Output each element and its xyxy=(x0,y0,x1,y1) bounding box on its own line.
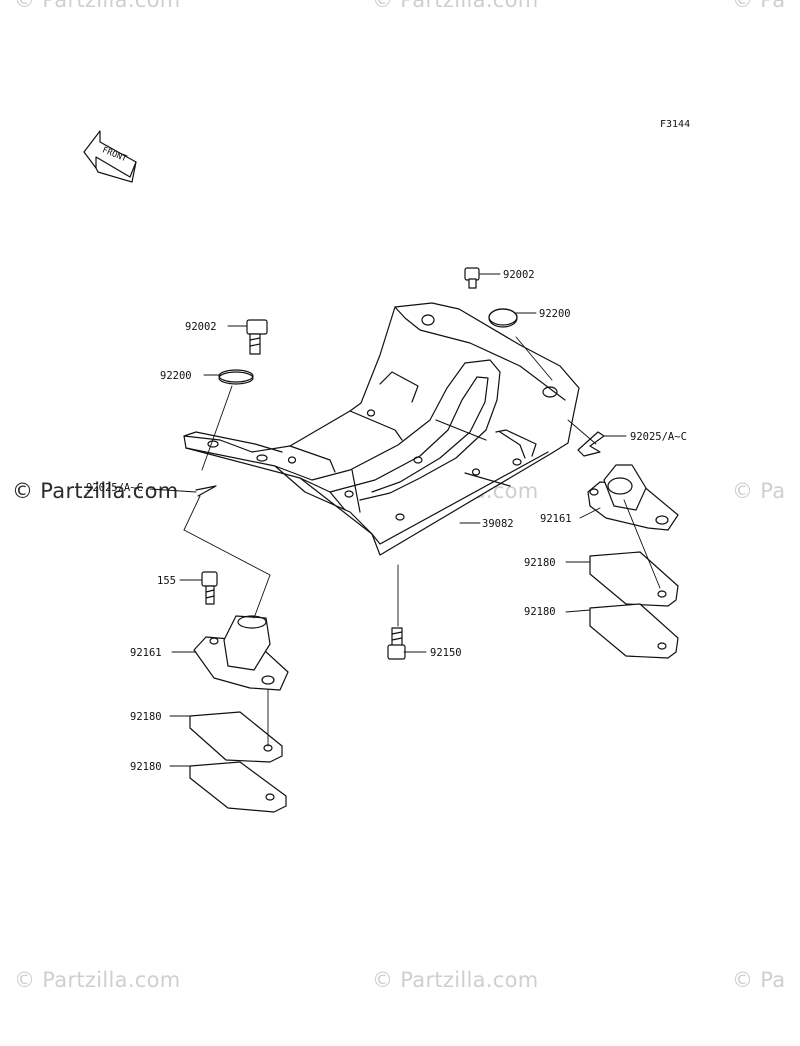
clip-92025-right xyxy=(577,431,605,457)
callout-155: 155 xyxy=(157,575,176,587)
watermark-mid-right: © Pa xyxy=(732,479,786,503)
watermark-top-left: © Partzilla.com xyxy=(14,0,181,12)
skid-plate-39082 xyxy=(183,302,580,556)
engine-mount-92161-right xyxy=(587,464,679,531)
plate-92180-right-1 xyxy=(589,551,679,607)
callout-92002-left: 92002 xyxy=(185,321,217,333)
callout-92200-right: 92200 xyxy=(539,308,571,320)
callout-39082: 39082 xyxy=(482,518,514,530)
watermark-bottom-center: © Partzilla.com xyxy=(372,968,539,992)
watermark-mid-left: © Partzilla.com xyxy=(12,479,179,503)
watermark-top-right: © Pa xyxy=(732,0,786,12)
callout-92002-top: 92002 xyxy=(503,269,535,281)
callout-92180-right-2: 92180 xyxy=(524,606,556,618)
bolt-92002-top xyxy=(464,267,480,289)
bolt-92150 xyxy=(387,627,406,660)
callout-92180-left-2: 92180 xyxy=(130,761,162,773)
figure-code: F3144 xyxy=(660,119,691,130)
engine-mount-92161-left xyxy=(193,615,289,691)
callout-92161-left: 92161 xyxy=(130,647,162,659)
washer-92200-left xyxy=(218,369,254,385)
callout-92150: 92150 xyxy=(430,647,462,659)
watermark-top-center: © Partzilla.com xyxy=(372,0,539,12)
plate-92180-right-2 xyxy=(589,603,679,659)
plate-92180-left-2 xyxy=(189,761,287,813)
front-arrow-icon: FRONT xyxy=(83,130,137,183)
bolt-155 xyxy=(201,571,218,605)
callout-92180-right-1: 92180 xyxy=(524,557,556,569)
clip-92025-left xyxy=(195,485,217,497)
callout-92161-right: 92161 xyxy=(540,513,572,525)
callout-92180-left-1: 92180 xyxy=(130,711,162,723)
callout-92200-left: 92200 xyxy=(160,370,192,382)
callout-92025-left: 92025/A~C xyxy=(86,482,143,494)
callout-labels: 92002 92200 92002 92200 92025/A~C 92025/… xyxy=(86,269,687,773)
watermark-bottom-left: © Partzilla.com xyxy=(14,968,181,992)
washer-92200-right xyxy=(488,308,518,328)
callout-92025-right: 92025/A~C xyxy=(630,431,687,443)
watermark-bottom-right: © Pa xyxy=(732,968,786,992)
bolt-92002-left xyxy=(246,319,268,355)
